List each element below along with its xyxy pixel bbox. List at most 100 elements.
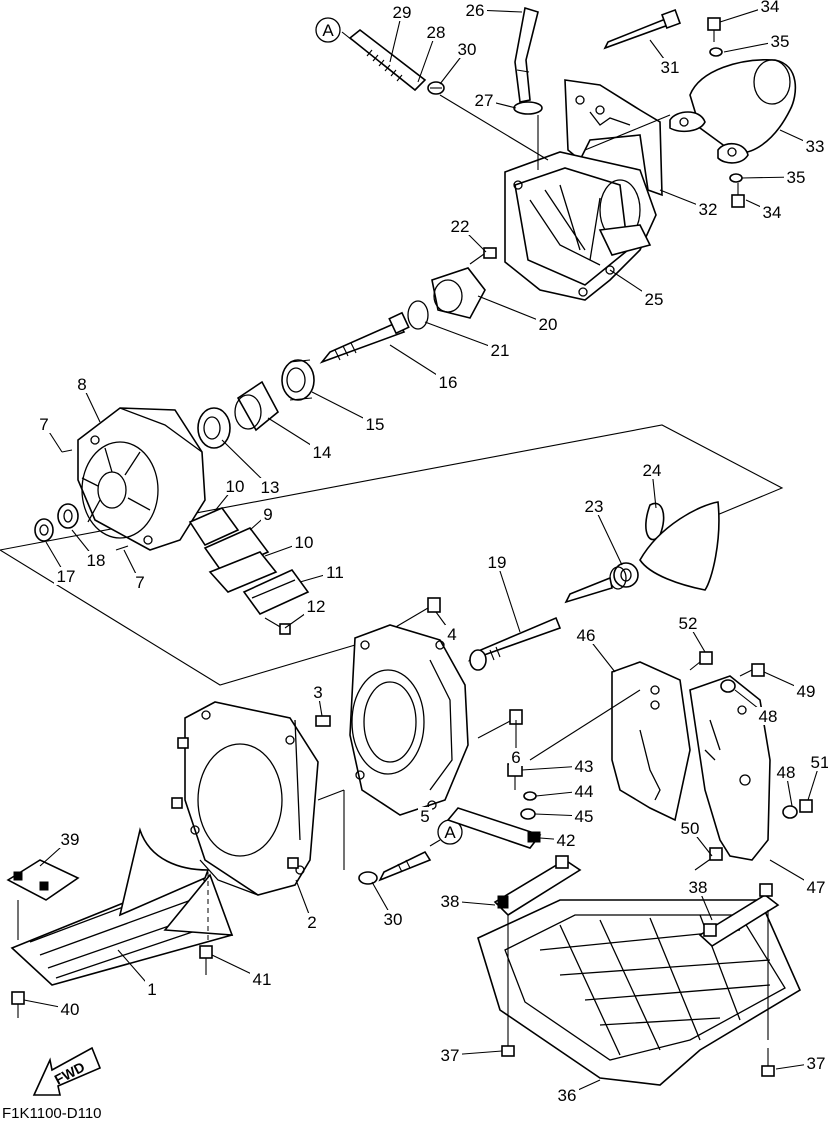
part-35-washer-top (709, 47, 723, 57)
part-label-23: 23 (582, 497, 623, 566)
part-label-40: 40 (23, 999, 82, 1019)
part-number-5: 5 (420, 807, 429, 826)
part-label-38: 38 (686, 878, 713, 921)
diagram-code: F1K1100-D110 (2, 1105, 102, 1121)
part-number-33: 33 (806, 137, 825, 156)
part-24-impeller (639, 501, 720, 591)
part-label-48: 48 (734, 689, 780, 726)
part-34-bolt-top (707, 17, 721, 31)
part-label-42: 42 (539, 831, 578, 850)
part-39-fitting (6, 859, 80, 901)
part-5-pump-body (349, 624, 469, 816)
part-number-21: 21 (491, 341, 510, 360)
part-48-washer-lower (782, 805, 798, 819)
part-number-15: 15 (366, 415, 385, 434)
part-number-51: 51 (811, 753, 828, 772)
part-44-washer (523, 791, 537, 801)
part-label-39: 39 (39, 830, 82, 867)
ref-a-label-bottom: A (444, 823, 456, 842)
part-33-nozzle (669, 59, 797, 164)
part-number-10: 10 (226, 477, 245, 496)
part-number-17: 17 (57, 567, 76, 586)
part-number-7: 7 (39, 415, 48, 434)
part-label-13: 13 (221, 439, 282, 497)
part-label-43: 43 (521, 757, 596, 776)
part-number-49: 49 (797, 682, 816, 701)
part-label-1: 1 (117, 949, 159, 999)
part-label-21: 21 (424, 321, 512, 360)
part-2-intake-housing (171, 701, 345, 896)
part-number-32: 32 (699, 200, 718, 219)
part-label-34: 34 (745, 199, 784, 222)
part-42-bracket (446, 807, 542, 849)
part-number-23: 23 (585, 497, 604, 516)
part-number-39: 39 (61, 830, 80, 849)
part-label-49: 49 (763, 671, 818, 701)
part-label-48: 48 (774, 763, 798, 807)
part-label-47: 47 (769, 859, 828, 897)
part-number-37: 37 (441, 1046, 460, 1065)
part-number-24: 24 (643, 461, 662, 480)
part-45-nut (520, 808, 536, 820)
part-number-43: 43 (575, 757, 594, 776)
part-label-24: 24 (640, 461, 664, 509)
guide-line-3 (584, 114, 671, 151)
part-label-25: 25 (609, 269, 666, 309)
part-23-spacer (609, 562, 639, 590)
part-number-41: 41 (253, 970, 272, 989)
part-label-17: 17 (45, 541, 78, 586)
part-number-29: 29 (393, 3, 412, 22)
part-37-bolt-left (501, 1030, 515, 1057)
part-31-bolt (603, 9, 681, 50)
part-label-46: 46 (574, 626, 616, 673)
part-21-oring (407, 300, 429, 330)
part-label-35: 35 (723, 32, 792, 53)
part-number-52: 52 (679, 614, 698, 633)
part-label-20: 20 (477, 295, 560, 334)
part-label-7: 7 (37, 415, 63, 453)
part-number-30: 30 (384, 910, 403, 929)
leader-line-21 (424, 321, 501, 351)
part-number-48: 48 (777, 763, 796, 782)
ref-a-leader-bottom (429, 839, 441, 847)
part-number-36: 36 (558, 1086, 577, 1105)
leader-line-23 (593, 505, 623, 566)
part-17-washer (34, 518, 54, 542)
part-number-45: 45 (575, 807, 594, 826)
part-16-shaft (319, 311, 410, 364)
part-28-fitting-lower (378, 850, 432, 882)
part-number-38: 38 (689, 878, 708, 897)
part-label-45: 45 (534, 807, 596, 826)
part-number-14: 14 (313, 443, 332, 462)
part-29-rod (348, 28, 427, 92)
part-number-42: 42 (557, 831, 576, 850)
guide-line-46 (529, 689, 641, 761)
part-label-18: 18 (71, 529, 108, 570)
part-label-11: 11 (299, 563, 347, 583)
part-number-34: 34 (761, 0, 780, 16)
part-label-32: 32 (659, 189, 720, 219)
part-7-pin-top (61, 449, 73, 453)
part-number-7: 7 (135, 573, 144, 592)
part-label-10: 10 (213, 477, 247, 513)
part-label-10: 10 (264, 533, 316, 557)
part-18-seal (57, 503, 79, 529)
part-number-4: 4 (447, 625, 456, 644)
part-51-bolt (799, 799, 813, 813)
part-number-34: 34 (763, 203, 782, 222)
part-label-33: 33 (779, 129, 827, 156)
part-37-bolt-right (761, 1048, 775, 1077)
part-number-9: 9 (263, 505, 272, 524)
part-11-cover (242, 568, 310, 616)
part-label-28: 28 (417, 23, 448, 83)
leader-line-19 (496, 561, 521, 633)
part-label-51: 51 (807, 753, 828, 801)
part-number-30: 30 (458, 40, 477, 59)
part-14-sleeve (234, 380, 280, 432)
part-number-38: 38 (441, 892, 460, 911)
part-number-22: 22 (451, 217, 470, 236)
part-12-bolt (264, 617, 291, 635)
